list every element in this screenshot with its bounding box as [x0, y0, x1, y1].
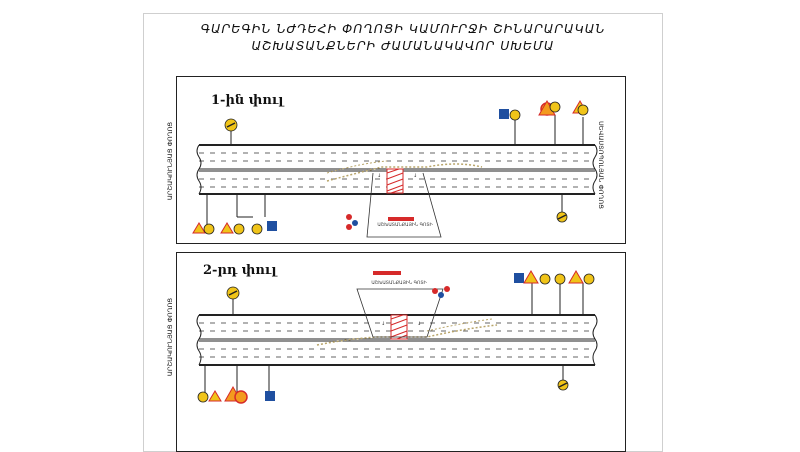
- work-zone-hatch-lines: [386, 168, 404, 194]
- road-break-right: [592, 144, 598, 195]
- svg-text:↓: ↓: [417, 321, 421, 327]
- speed-limit-sign-icon: [577, 104, 589, 116]
- cone-taper: [316, 324, 498, 346]
- svg-text:↓: ↓: [413, 173, 417, 179]
- roadwork-orange-sign-icon: [234, 390, 248, 404]
- work-zone-callout: [356, 288, 444, 338]
- cone-taper: [326, 163, 483, 182]
- phase-2-work-zone-label: ԱՇԽԱՏԱՆՔԱՅԻՆ ԳՈՏԻ: [371, 281, 427, 286]
- work-zone-hatch-lines: [390, 314, 408, 340]
- phase-1-label: 1-ին փուլ: [211, 93, 284, 108]
- phase-1-road-diagram: ↓ ↓: [192, 99, 598, 238]
- no-overtaking-sign-icon: [554, 273, 566, 285]
- speed-limit-sign-icon: [549, 101, 561, 113]
- work-zone-callout: [366, 172, 442, 238]
- phase-1-work-zone-label: ԱՇԽԱՏԱՆՔԱՅԻՆ ԳՈՏԻ: [377, 223, 433, 228]
- speed-limit-sign-icon: [539, 273, 551, 285]
- phase-2-road-diagram: ↓ ↓: [196, 270, 598, 404]
- road-break-right: [592, 314, 598, 366]
- cone-taper-2: [426, 318, 493, 332]
- speed-limit-sign-icon: [509, 109, 521, 121]
- speed-limit-sign-icon: [197, 391, 209, 403]
- warning-sign-icon: [192, 222, 206, 234]
- mandatory-direction-sign-icon: [438, 292, 444, 298]
- road-break-left: [196, 144, 202, 195]
- phase-2-panel: 2-րդ փուլ ԱՐՇԱԿՈՒՆՅԱՑ ՓՈՂՈՑ ԱՇԽԱՏԱՆՔԱՅԻՆ…: [166, 252, 626, 452]
- barrier: [388, 217, 414, 221]
- svg-text:↓: ↓: [377, 173, 381, 179]
- document-title-line2: ԱՇԽԱՏԱՆՔՆԵՐԻ ԺԱՄԱՆԱԿԱՎՈՐ ՍԽԵՄԱ: [251, 38, 555, 53]
- speed-limit-sign-icon: [583, 273, 595, 285]
- barrier: [373, 271, 401, 275]
- phase-2-left-street-label: ԱՐՇԱԿՈՒՆՅԱՑ ՓՈՂՈՑ: [166, 297, 175, 377]
- svg-text:↓: ↓: [381, 321, 385, 327]
- detour-sign-icon: [267, 221, 277, 231]
- detour-sign-icon: [265, 391, 275, 401]
- phase-2-label: 2-րդ փուլ: [203, 263, 277, 278]
- phase-1-panel: 1-ին փուլ ԱՐՇԱԿՈՒՆՅԱՑ ՓՈՂՈՑ ՍԵՎԱՍՏՈՊՈԼՅԱ…: [166, 76, 626, 244]
- document-title-line1: ԳԱՐԵԳԻՆ ՆԺԴԵՀԻ ՓՈՂՈՑԻ ԿԱՄՈՒՐՋԻ ՇԻՆԱՐԱՐԱԿ…: [200, 21, 606, 36]
- warning-sign-icon: [568, 270, 584, 284]
- no-entry-sign-icon: [346, 214, 352, 220]
- no-entry-sign-icon: [444, 286, 450, 292]
- no-entry-sign-icon: [432, 288, 438, 294]
- mandatory-direction-sign-icon: [352, 220, 358, 226]
- detour-sign-icon: [499, 109, 509, 119]
- speed-limit-sign-icon: [251, 223, 263, 235]
- phase-1-left-street-label: ԱՐՇԱԿՈՒՆՅԱՑ ՓՈՂՈՑ: [166, 121, 175, 201]
- speed-limit-sign-icon: [203, 223, 215, 235]
- warning-sign-icon: [220, 222, 234, 234]
- warning-sign-icon: [523, 270, 539, 284]
- no-overtaking-sign-icon: [233, 223, 245, 235]
- no-entry-sign-icon: [346, 224, 352, 230]
- detour-sign-icon: [514, 273, 524, 283]
- warning-sign-icon: [208, 390, 222, 402]
- cone-taper-2: [326, 160, 388, 174]
- road-break-left: [196, 314, 202, 366]
